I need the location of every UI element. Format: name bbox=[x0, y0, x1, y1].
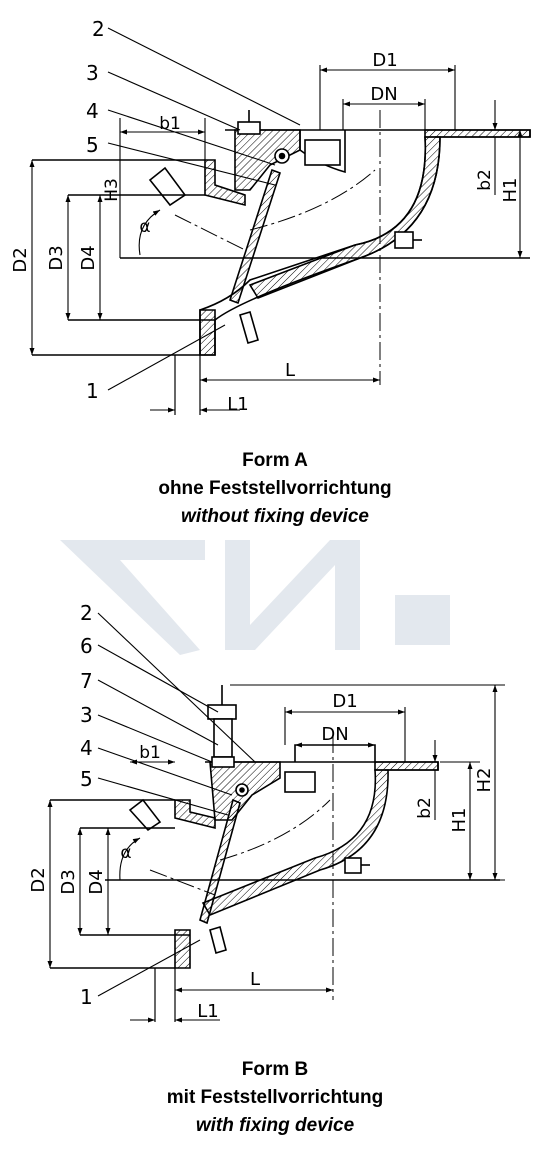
label-H1: H1 bbox=[500, 178, 521, 203]
housing-window-b bbox=[284, 771, 316, 793]
deck-plate-hatched bbox=[424, 129, 531, 138]
label-D3-b: D3 bbox=[58, 869, 79, 894]
part-number-3: 3 bbox=[86, 61, 99, 85]
caption-form-a-subtitle-en: without fixing device bbox=[181, 506, 369, 527]
part-number-7-b: 7 bbox=[80, 669, 93, 693]
deck-plate-b-hatched bbox=[374, 761, 439, 771]
label-D1-b: D1 bbox=[332, 691, 357, 712]
caption-form-a-subtitle-de: ohne Feststellvorrichtung bbox=[158, 478, 392, 499]
part-number-1-b: 1 bbox=[80, 985, 93, 1009]
label-alpha-b: α bbox=[120, 843, 131, 863]
label-L-b: L bbox=[250, 969, 260, 990]
label-L: L bbox=[285, 360, 295, 381]
outlet-nozzle bbox=[239, 311, 259, 344]
label-alpha: α bbox=[139, 217, 150, 237]
watermark-shape-2 bbox=[225, 540, 360, 650]
label-H2-b: H2 bbox=[474, 768, 495, 793]
inlet-nozzle bbox=[148, 166, 187, 207]
upper-pipe-b bbox=[294, 744, 376, 762]
label-b2-b: b2 bbox=[415, 797, 435, 819]
body-wall-hatched bbox=[248, 136, 441, 299]
label-H1-b: H1 bbox=[449, 808, 470, 833]
part-number-4: 4 bbox=[86, 99, 99, 123]
caption-form-a: Form A ohne Feststellvorrichtung without… bbox=[0, 447, 550, 531]
part-numbers-form-a: 2 3 4 5 1 bbox=[86, 17, 105, 403]
part-number-4-b: 4 bbox=[80, 736, 93, 760]
centerline-b bbox=[149, 735, 334, 1000]
drawing-form-b bbox=[50, 685, 500, 1022]
dimensions-form-b: D1 DN b1 b2 H1 H2 D2 D3 D4 L L1 α bbox=[28, 612, 505, 1023]
part-number-6-b: 6 bbox=[80, 634, 93, 658]
part-numbers-form-b: 2 6 7 3 4 5 1 bbox=[80, 601, 93, 1009]
caption-form-b-title: Form B bbox=[241, 1059, 309, 1080]
label-DN: DN bbox=[370, 84, 397, 105]
part-number-5: 5 bbox=[86, 133, 99, 157]
housing-top bbox=[234, 129, 301, 191]
top-bolt bbox=[237, 121, 261, 135]
fixing-device-nut bbox=[211, 756, 235, 768]
label-D4: D4 bbox=[78, 245, 99, 270]
part-number-2-b: 2 bbox=[80, 601, 93, 625]
side-bolt bbox=[394, 231, 414, 249]
part-number-1: 1 bbox=[86, 379, 99, 403]
inlet-upper-b-hatched bbox=[174, 799, 216, 830]
watermark-dot bbox=[395, 595, 450, 645]
label-D2-b: D2 bbox=[28, 867, 49, 892]
label-b1-b: b1 bbox=[139, 743, 161, 763]
inlet-nozzle-b bbox=[128, 798, 162, 832]
dimensions-form-a: D1 DN b1 b2 H1 H3 D2 D3 D4 L L1 α bbox=[10, 27, 523, 415]
watermark-logo bbox=[60, 540, 450, 655]
drawing-form-a bbox=[32, 110, 531, 415]
label-D2: D2 bbox=[10, 247, 31, 272]
label-L1: L1 bbox=[227, 394, 248, 415]
label-D3: D3 bbox=[46, 245, 67, 270]
caption-form-b: Form B mit Feststellvorrichtung with fix… bbox=[0, 1056, 550, 1140]
watermark-shape-1 bbox=[60, 540, 205, 655]
centerline bbox=[174, 110, 381, 385]
label-H3: H3 bbox=[102, 178, 122, 202]
housing-window bbox=[304, 139, 341, 166]
label-D4-b: D4 bbox=[86, 869, 107, 894]
label-D1: D1 bbox=[372, 50, 397, 71]
label-DN-b: DN bbox=[321, 724, 348, 745]
label-b2: b2 bbox=[475, 169, 495, 191]
fixing-device-handle bbox=[207, 704, 237, 720]
flap bbox=[229, 168, 281, 305]
caption-form-a-title: Form A bbox=[242, 450, 308, 471]
flange-left-hatched bbox=[199, 309, 216, 356]
label-b1: b1 bbox=[159, 114, 181, 134]
caption-form-b-subtitle-en: with fixing device bbox=[195, 1115, 355, 1136]
caption-form-b-subtitle-de: mit Feststellvorrichtung bbox=[166, 1087, 384, 1108]
part-number-3-b: 3 bbox=[80, 703, 93, 727]
label-L1-b: L1 bbox=[197, 1001, 218, 1022]
side-bolt-b bbox=[344, 857, 362, 874]
part-number-2: 2 bbox=[92, 17, 105, 41]
outlet-nozzle-b bbox=[209, 925, 227, 955]
part-number-5-b: 5 bbox=[80, 767, 93, 791]
